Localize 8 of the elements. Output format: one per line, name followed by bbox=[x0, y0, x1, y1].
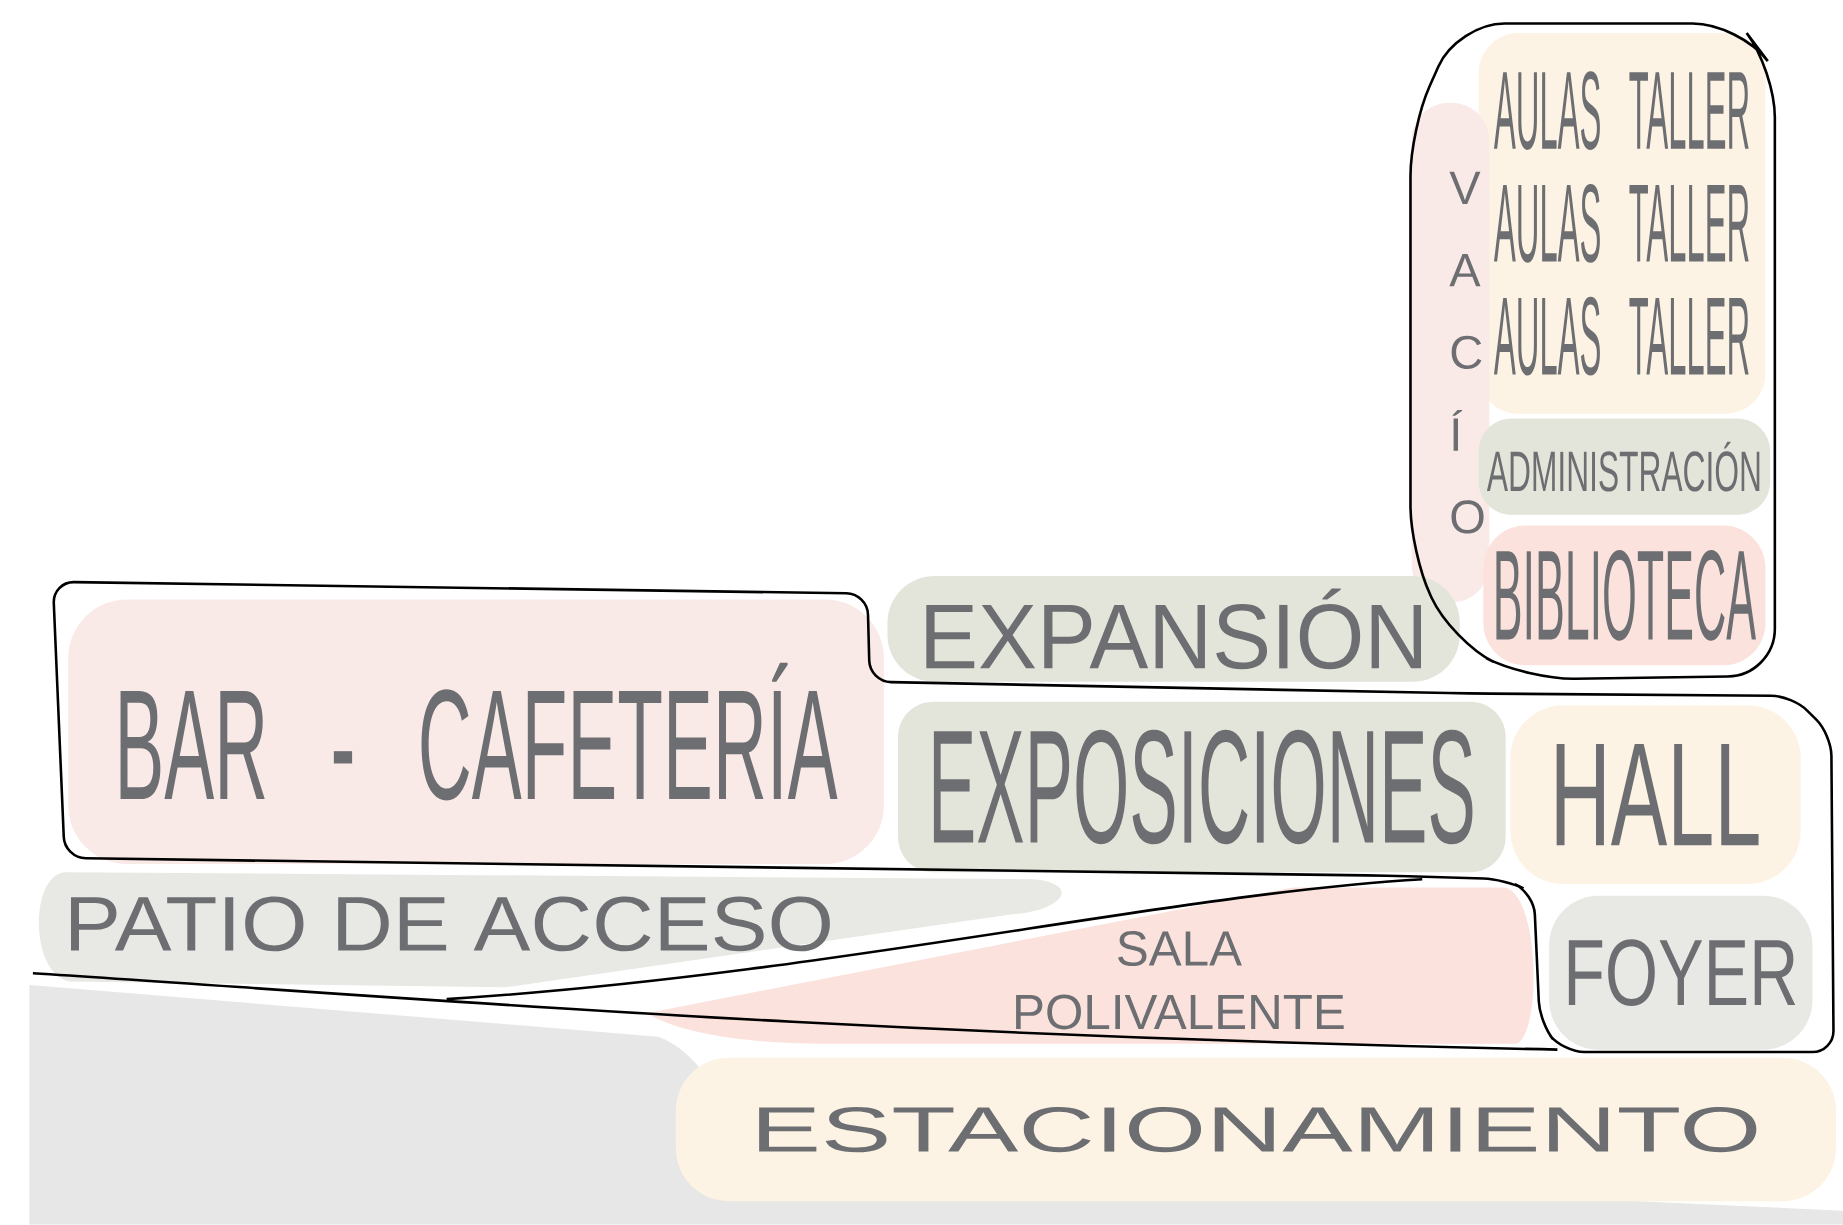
zone-bubble: EXPANSIÓN bbox=[887, 576, 1460, 682]
zone-bubble: BIBLIOTECA bbox=[1483, 525, 1766, 666]
zone-bubble: PATIO DE ACCESO bbox=[38, 872, 1062, 988]
zone-bubble: FOYER bbox=[1549, 895, 1813, 1050]
zone-bubble: ESTACIONAMIENTO bbox=[675, 1058, 1836, 1202]
zone-bubble: EXPOSICIONES bbox=[898, 701, 1506, 873]
zone-bubble: BAR - CAFETERÍA bbox=[68, 599, 884, 865]
zone-bubble: HALL bbox=[1510, 705, 1801, 885]
